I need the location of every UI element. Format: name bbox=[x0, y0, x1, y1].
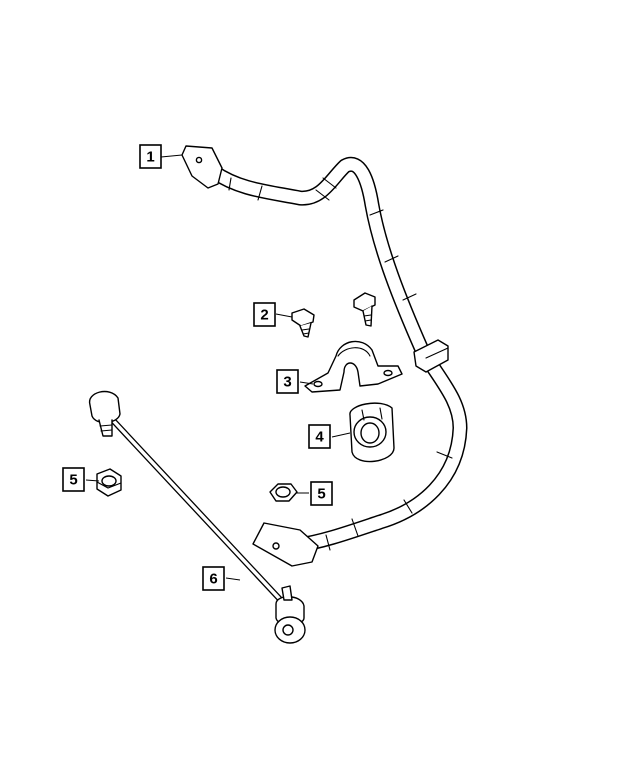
bar-end-upper bbox=[181, 145, 223, 189]
svg-text:1: 1 bbox=[146, 149, 154, 166]
svg-text:5: 5 bbox=[317, 486, 325, 503]
callout-4: 4 bbox=[308, 424, 331, 449]
bolt-right bbox=[353, 292, 376, 327]
bushing bbox=[349, 402, 395, 463]
svg-text:5: 5 bbox=[69, 472, 77, 489]
callout-5-right: 5 bbox=[310, 481, 333, 506]
svg-text:3: 3 bbox=[283, 374, 291, 391]
svg-text:6: 6 bbox=[209, 571, 217, 588]
callout-2: 2 bbox=[253, 302, 276, 327]
leader-lines bbox=[85, 154, 351, 581]
callout-6: 6 bbox=[202, 566, 225, 591]
bar-end-lower bbox=[252, 522, 319, 567]
callout-5-left: 5 bbox=[62, 467, 85, 492]
nut-left bbox=[96, 468, 122, 497]
bushing-bracket bbox=[304, 340, 403, 393]
callout-1: 1 bbox=[139, 144, 162, 169]
callout-3: 3 bbox=[276, 369, 299, 394]
stabilizer-bar bbox=[181, 145, 468, 567]
stabilizer-link bbox=[89, 390, 306, 644]
svg-text:4: 4 bbox=[315, 429, 324, 446]
svg-text:2: 2 bbox=[260, 307, 268, 324]
bolt-left bbox=[291, 308, 315, 338]
nut-right bbox=[269, 483, 298, 502]
